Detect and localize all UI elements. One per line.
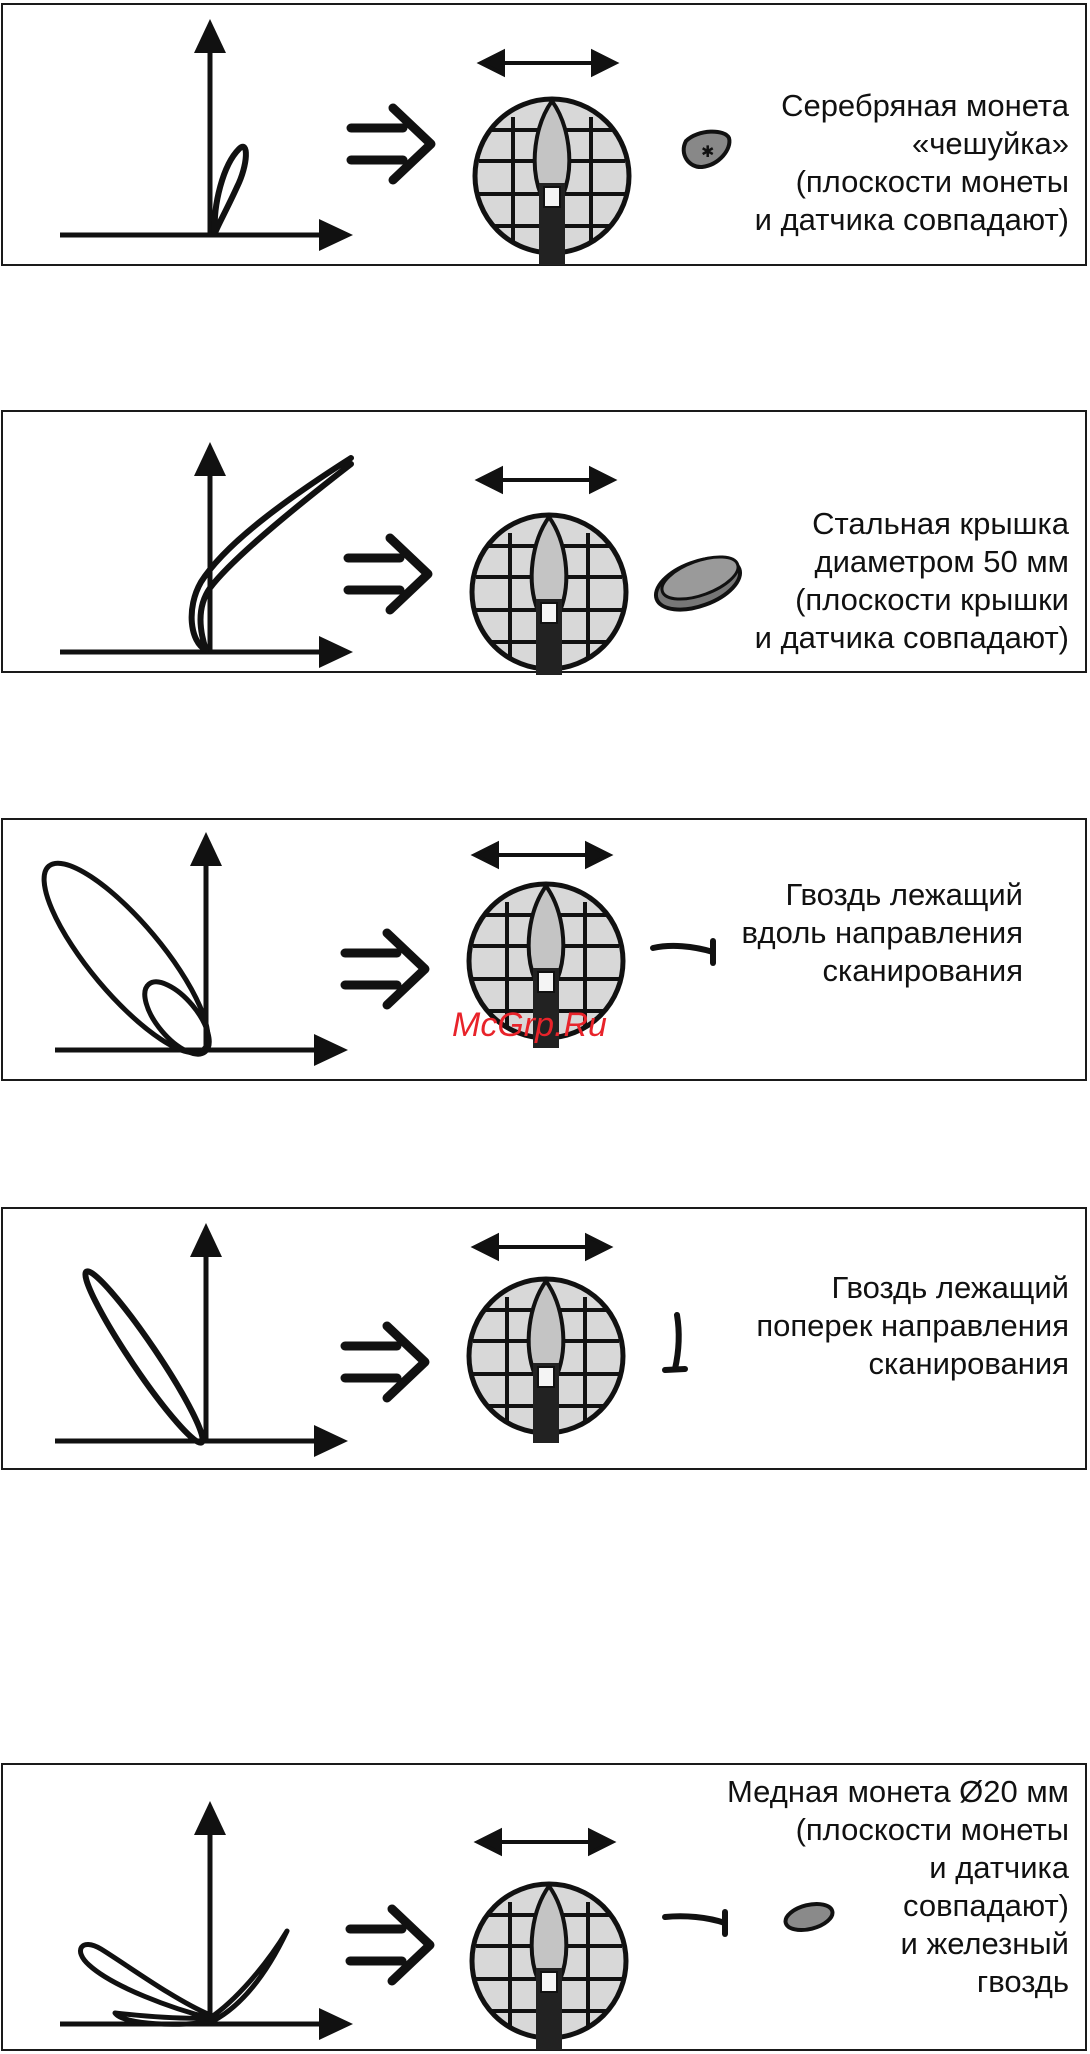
silver-coin-icon: ✱ bbox=[681, 129, 732, 169]
svg-text:✱: ✱ bbox=[701, 142, 714, 161]
axes bbox=[60, 442, 353, 668]
search-coil bbox=[472, 96, 632, 265]
panel-copper-coin-and-nail: Медная монета Ø20 мм (плоскости монеты и… bbox=[1, 1763, 1087, 2051]
panel-caption: Серебряная монета «чешуйка» (плоскости м… bbox=[754, 88, 1069, 237]
search-coil bbox=[469, 1881, 629, 2050]
implies-arrow bbox=[340, 1321, 430, 1403]
panel-caption: Гвоздь лежащий поперек направления скани… bbox=[756, 1270, 1069, 1381]
panel-steel-lid: Стальная крышка диаметром 50 мм (плоскос… bbox=[1, 410, 1087, 675]
detector-graphic: ✱ bbox=[346, 48, 732, 265]
implies-arrow bbox=[345, 1904, 435, 1986]
detector-graphic bbox=[345, 1827, 835, 2050]
signal-loop-outer bbox=[41, 860, 211, 1056]
panel-caption: Гвоздь лежащий вдоль направления сканиро… bbox=[741, 877, 1023, 988]
nail-icon bbox=[650, 938, 716, 966]
panel-caption: Медная монета Ø20 мм (плоскости монеты и… bbox=[727, 1774, 1069, 1999]
signal-loop bbox=[82, 1268, 206, 1446]
nail-icon bbox=[662, 1312, 688, 1373]
panel-caption: Стальная крышка диаметром 50 мм (плоскос… bbox=[754, 506, 1069, 655]
axes bbox=[55, 1223, 348, 1457]
watermark: McGrp.Ru bbox=[452, 1006, 607, 1044]
nail-icon bbox=[662, 1909, 728, 1937]
detector-graphic bbox=[340, 1232, 688, 1443]
signal-curve bbox=[211, 143, 249, 235]
implies-arrow bbox=[340, 928, 430, 1010]
detector-graphic bbox=[343, 465, 743, 675]
panel-silver-coin: ✱ Серебряная монета «чешуйка» (плоскости… bbox=[1, 3, 1087, 266]
axes bbox=[60, 1801, 353, 2040]
scan-direction-arrow bbox=[473, 1827, 617, 1857]
scan-direction-arrow bbox=[476, 48, 620, 78]
panel-nail-along: Гвоздь лежащий вдоль направления сканиро… bbox=[1, 818, 1087, 1081]
implies-arrow bbox=[343, 533, 433, 615]
signal-curve bbox=[78, 1928, 290, 2027]
panel-graphic bbox=[60, 1801, 353, 2040]
signal-curve bbox=[188, 455, 354, 653]
signal-loop-inner bbox=[142, 979, 212, 1057]
search-coil bbox=[469, 512, 629, 675]
panel-nail-across: Гвоздь лежащий поперек направления скани… bbox=[1, 1207, 1087, 1470]
implies-arrow bbox=[346, 103, 436, 185]
scan-direction-arrow bbox=[474, 465, 618, 495]
panel-graphic bbox=[60, 19, 353, 251]
search-coil bbox=[466, 1276, 626, 1443]
search-coil bbox=[466, 881, 626, 1048]
scan-direction-arrow bbox=[470, 840, 614, 870]
scan-direction-arrow bbox=[470, 1232, 614, 1262]
axes bbox=[60, 19, 353, 251]
detector-graphic bbox=[340, 840, 716, 1048]
panel-graphic bbox=[41, 832, 348, 1066]
copper-coin-icon bbox=[783, 1901, 835, 1933]
panel-graphic bbox=[60, 442, 354, 668]
steel-lid-icon bbox=[653, 555, 743, 612]
panel-graphic bbox=[55, 1223, 348, 1457]
